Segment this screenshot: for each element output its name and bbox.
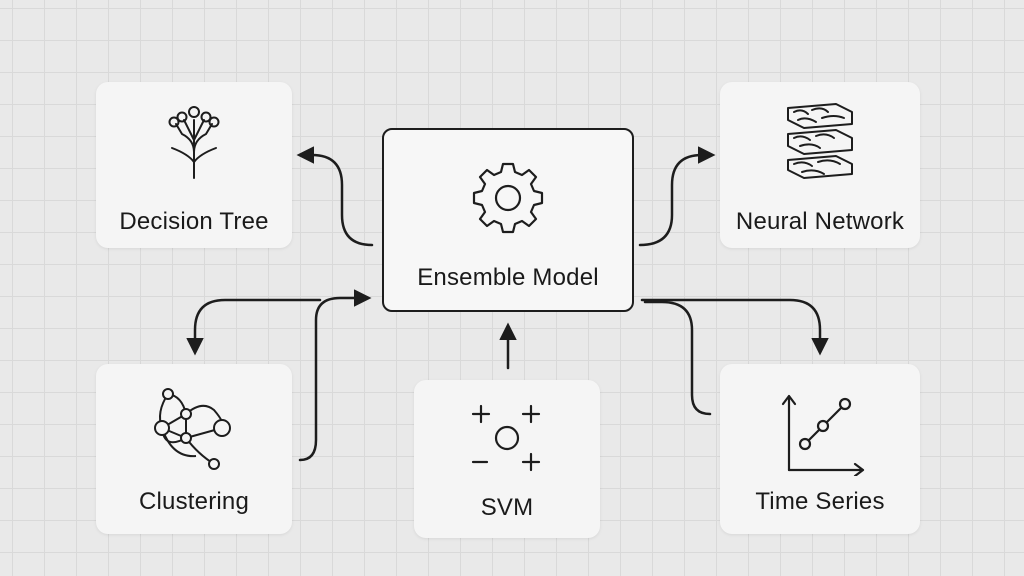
node-label: Decision Tree bbox=[119, 208, 269, 235]
node-neural-network[interactable]: Neural Network bbox=[720, 82, 920, 248]
connector-ensemble-to-time-series bbox=[640, 298, 829, 356]
node-decision-tree[interactable]: Decision Tree bbox=[96, 82, 292, 248]
tree-icon bbox=[96, 100, 292, 180]
node-label: Ensemble Model bbox=[417, 264, 599, 291]
node-time-series[interactable]: Time Series bbox=[720, 364, 920, 534]
svm-plus-minus-icon bbox=[414, 398, 600, 478]
connector-clustering-to-ensemble bbox=[298, 289, 372, 462]
line-chart-icon bbox=[720, 386, 920, 476]
connector-time-series-to-ensemble bbox=[643, 300, 712, 416]
node-ensemble-model[interactable]: Ensemble Model bbox=[382, 128, 634, 312]
connector-ensemble-to-clustering bbox=[186, 298, 322, 356]
connector-ensemble-to-decision-tree bbox=[296, 146, 374, 247]
connector-ensemble-to-neural-network bbox=[638, 146, 716, 247]
node-label: Neural Network bbox=[735, 208, 905, 235]
cluster-graph-icon bbox=[96, 384, 292, 474]
node-clustering[interactable]: Clustering bbox=[96, 364, 292, 534]
gear-icon bbox=[384, 158, 632, 238]
node-label: SVM bbox=[480, 494, 534, 521]
node-label: Clustering bbox=[138, 488, 250, 515]
node-label: Time Series bbox=[755, 488, 885, 515]
node-svm[interactable]: SVM bbox=[414, 380, 600, 538]
brain-icon bbox=[720, 98, 920, 182]
